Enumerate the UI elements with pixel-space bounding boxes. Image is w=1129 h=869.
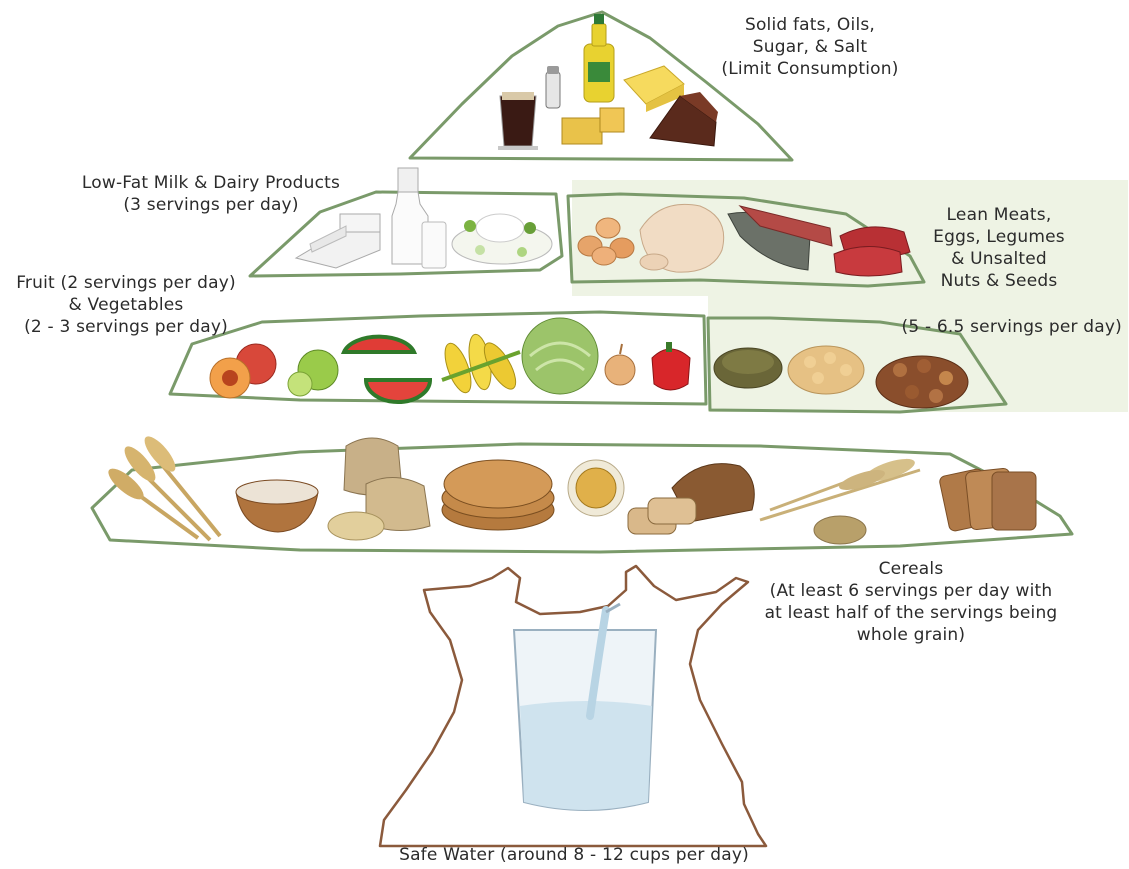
top-tier-label-line: (Limit Consumption) — [712, 58, 908, 80]
onion-icon — [605, 344, 635, 385]
cereals-label-line: at least half of the servings being — [752, 602, 1070, 624]
milk-glass-icon — [422, 222, 446, 268]
oil-bottle-icon — [584, 14, 614, 102]
fruit-veg-label-line: & Vegetables — [8, 294, 244, 316]
corn-icon — [440, 333, 522, 396]
cola-glass-icon — [498, 92, 538, 150]
top-tier-label-line: Solid fats, Oils, — [712, 14, 908, 36]
green-apple-icon — [288, 350, 338, 396]
protein-label-line: Nuts & Seeds — [918, 270, 1080, 292]
water-label-text: Safe Water (around 8 - 12 cups per day) — [364, 844, 784, 866]
cabbage-icon — [522, 318, 598, 394]
peach-icon — [210, 344, 276, 398]
grain-sacks-icon — [328, 438, 430, 540]
nuts-icon — [876, 356, 968, 408]
dairy-label-line: (3 servings per day) — [56, 194, 366, 216]
cereals-label-line: (At least 6 servings per day with — [752, 580, 1070, 602]
top-tier-label: Solid fats, Oils, Sugar, & Salt (Limit C… — [712, 14, 908, 80]
watermelon-icon — [344, 337, 430, 402]
water-label: Safe Water (around 8 - 12 cups per day) — [364, 844, 784, 866]
protein-label: Lean Meats, Eggs, Legumes & Unsalted Nut… — [918, 204, 1080, 292]
protein-label-line: Lean Meats, — [918, 204, 1080, 226]
protein-label-line: Eggs, Legumes — [918, 226, 1080, 248]
yogurt-dish-icon — [452, 214, 552, 264]
flour-bowl-icon — [236, 480, 318, 532]
red-meat-icon — [834, 227, 910, 276]
chickpeas-icon — [788, 346, 864, 394]
salt-shaker-icon — [546, 66, 560, 108]
cereals-label-line: Cereals — [752, 558, 1070, 580]
fruit-veg-label-line: Fruit (2 servings per day) — [8, 272, 244, 294]
dairy-label-line: Low-Fat Milk & Dairy Products — [56, 172, 366, 194]
top-tier-label-line: Sugar, & Salt — [712, 36, 908, 58]
fruit-veg-label-line: (2 - 3 servings per day) — [8, 316, 244, 338]
protein-label-line: (5 - 6.5 servings per day) — [860, 316, 1122, 338]
toast-icon — [939, 468, 1036, 532]
bread-loaf-icon — [628, 464, 754, 534]
fruit-veg-label: Fruit (2 servings per day) & Vegetables … — [8, 272, 244, 338]
cereals-label: Cereals (At least 6 servings per day wit… — [752, 558, 1070, 646]
barley-icon — [760, 454, 920, 544]
water-glass-icon — [514, 604, 656, 810]
red-pepper-icon — [652, 342, 690, 390]
wheat-icon — [104, 432, 220, 540]
pasta-jar-icon — [568, 460, 624, 516]
sugar-cubes-icon — [562, 108, 624, 144]
cereals-label-line: whole grain) — [752, 624, 1070, 646]
lentils-icon — [714, 348, 782, 388]
protein-servings-label: (5 - 6.5 servings per day) — [860, 316, 1122, 338]
flatbread-icon — [442, 460, 554, 530]
protein-label-line: & Unsalted — [918, 248, 1080, 270]
dairy-label: Low-Fat Milk & Dairy Products (3 serving… — [56, 172, 366, 216]
